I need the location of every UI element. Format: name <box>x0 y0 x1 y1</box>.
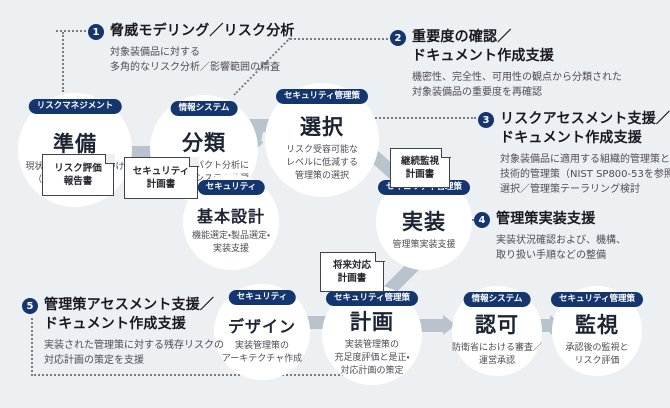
node-desc: リスク受容可能な レベルに低減する 管理策の選択 <box>285 145 358 181</box>
node-design: セキュリティ デザイン 実装管理策の アーキテクチャ作成 <box>214 284 310 380</box>
step-number-badge: 3 <box>478 112 494 128</box>
category-badge: セキュリティ管理策 <box>326 291 418 306</box>
annotation-desc: 対象装備品に対する 多角的なリスク分析／影響範囲の精査 <box>110 47 280 73</box>
node-title: 実装 <box>402 210 446 234</box>
annotation-desc: 対象装備品に適用する組織的管理策と 技術的管理策（NIST SP800-53を参… <box>500 154 670 195</box>
node-desc: 実装管理策の 充足度評価と是正・ 対応計画の策定 <box>334 340 410 376</box>
node-desc: 防衛省における審査／ 運営承認 <box>452 342 543 366</box>
step-number-badge: 2 <box>390 30 406 46</box>
node-monitor: セキュリティ管理策 監視 承認後の監視と リスク評価 <box>551 286 643 376</box>
document-security-plan: セキュリティ 計画書 <box>124 156 199 199</box>
node-desc: 損失インパクト分析に 基づいたシステム分類 <box>158 160 249 184</box>
annotation-1: 1 脅威モデリング／リスク分析 対象装備品に対する 多角的なリスク分析／影響範囲… <box>88 22 295 75</box>
category-badge: セキュリティ管理策 <box>276 89 368 104</box>
connector-plan-authorize <box>418 319 444 332</box>
annotation-title: 脅威モデリング／リスク分析 <box>110 23 295 39</box>
category-badge: 情報システム <box>463 292 531 307</box>
category-badge: セキュリティ <box>228 290 296 305</box>
node-select: セキュリティ管理策 選択 リスク受容可能な レベルに低減する 管理策の選択 <box>265 83 379 197</box>
leader-3-horizontal <box>368 117 476 119</box>
node-title: 認可 <box>475 312 519 337</box>
node-title: 選択 <box>300 115 344 139</box>
annotation-desc: 実装状況確認および、機構、 取り扱い手順などの整備 <box>496 235 626 261</box>
leader-5-horizontal <box>31 374 383 376</box>
node-desc: 管理策実装支援 <box>392 240 456 250</box>
connector-design-plan <box>306 316 326 329</box>
leader-1-vertical <box>62 32 64 92</box>
node-implement: セキュリティ管理策 実装 管理策実装支援 <box>376 174 472 270</box>
connector-prepare-categorize <box>128 146 152 159</box>
node-title: 準備 <box>53 131 97 156</box>
annotation-desc: 実装された管理策に対する残存リスクの 対応計画の策定を支援 <box>44 340 224 366</box>
leader-5-vertical <box>31 318 33 376</box>
node-plan: セキュリティ管理策 計画 実装管理策の 充足度評価と是正・ 対応計画の策定 <box>322 285 422 385</box>
annotation-desc: 機密性、完全性、可用性の観点から分類された 対象装備品の重要度を再確認 <box>412 72 622 98</box>
category-badge: セキュリティ管理策 <box>551 292 643 307</box>
node-title: 監視 <box>575 312 619 337</box>
document-risk-assessment-report: リスク評価 報告書 <box>42 153 115 196</box>
node-basic-design: セキュリティ 基本設計 機能選定・製品選定・ 実装支援 <box>183 174 279 270</box>
annotation-title: 管理策実装支援 <box>496 211 596 227</box>
node-authorize: 情報システム 認可 防衛省における審査／ 運営承認 <box>452 286 542 376</box>
node-desc: 承認後の監視と リスク評価 <box>565 342 629 366</box>
step-number-badge: 5 <box>22 298 38 314</box>
node-desc: 実装管理策の アーキテクチャ作成 <box>221 340 303 364</box>
node-title: 計画 <box>350 310 394 334</box>
annotation-title: 重要度の確認／ ドキュメント作成支援 <box>412 29 554 64</box>
step-number-badge: 4 <box>474 212 490 228</box>
annotation-3: 3 リスクアセスメント支援／ ドキュメント作成支援 対象装備品に適用する組織的管… <box>478 110 670 197</box>
document-future-response-plan: 将来対応 計画書 <box>320 251 385 292</box>
annotation-5: 5 管理策アセスメント支援／ ドキュメント作成支援 実装された管理策に対する残存… <box>22 296 224 368</box>
node-title: 分類 <box>182 130 226 155</box>
category-badge: リスクマネジメント <box>28 99 122 114</box>
annotation-title: リスクアセスメント支援／ ドキュメント作成支援 <box>500 111 670 146</box>
node-title: デザイン <box>227 316 296 336</box>
category-badge: 情報システム <box>170 101 238 116</box>
step-number-badge: 1 <box>88 24 104 40</box>
leader-2-horizontal <box>290 38 388 40</box>
node-desc: 機能選定・製品選定・ 実装支援 <box>191 230 271 254</box>
category-badge: セキュリティ <box>197 180 265 195</box>
node-title: 基本設計 <box>196 206 265 226</box>
annotation-4: 4 管理策実装支援 実装状況確認および、機構、 取り扱い手順などの整備 <box>474 210 626 263</box>
annotation-2: 2 重要度の確認／ ドキュメント作成支援 機密性、完全性、可用性の観点から分類さ… <box>390 28 622 100</box>
document-continuous-monitoring-plan: 継続監視 計画書 <box>390 147 451 188</box>
annotation-title: 管理策アセスメント支援／ ドキュメント作成支援 <box>44 297 215 332</box>
leader-1-horizontal <box>56 30 86 32</box>
